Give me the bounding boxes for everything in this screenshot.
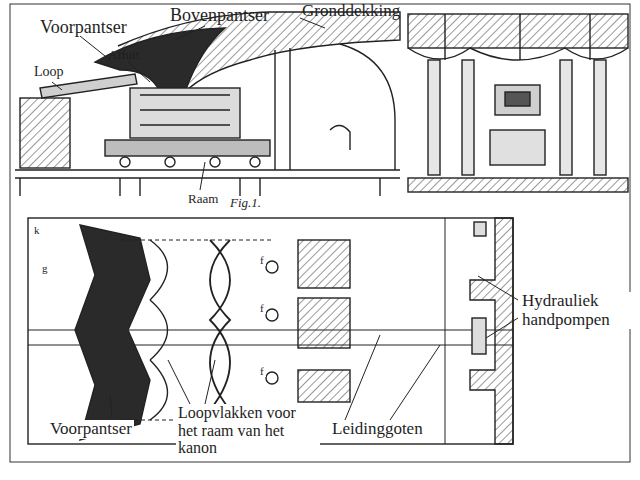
part-label: f: [258, 254, 266, 266]
part-label: Voorpantser: [40, 18, 127, 38]
part-label: Loop: [34, 64, 64, 79]
front-section: [408, 14, 628, 192]
part-label: f: [258, 302, 266, 314]
part-label: f: [258, 365, 266, 377]
part-label: Raam: [186, 192, 220, 206]
part-label: g: [40, 262, 50, 274]
part-label: k: [32, 224, 42, 236]
part-label: Hydrauliek handpompen: [520, 292, 636, 329]
leader-lines: [52, 18, 518, 420]
part-label: Leidinggoten: [330, 420, 425, 439]
side-section: [15, 12, 400, 196]
part-label: Fig.1.: [228, 196, 263, 210]
part-label: Voorpantser: [48, 420, 134, 439]
part-label: Loopvlakken voor het raam van het kanon: [176, 404, 320, 457]
part-label: Affuit: [108, 48, 140, 62]
part-label: Gronddekking: [302, 2, 400, 21]
frame: [10, 4, 630, 462]
part-label: Bovenpantser: [170, 6, 269, 26]
